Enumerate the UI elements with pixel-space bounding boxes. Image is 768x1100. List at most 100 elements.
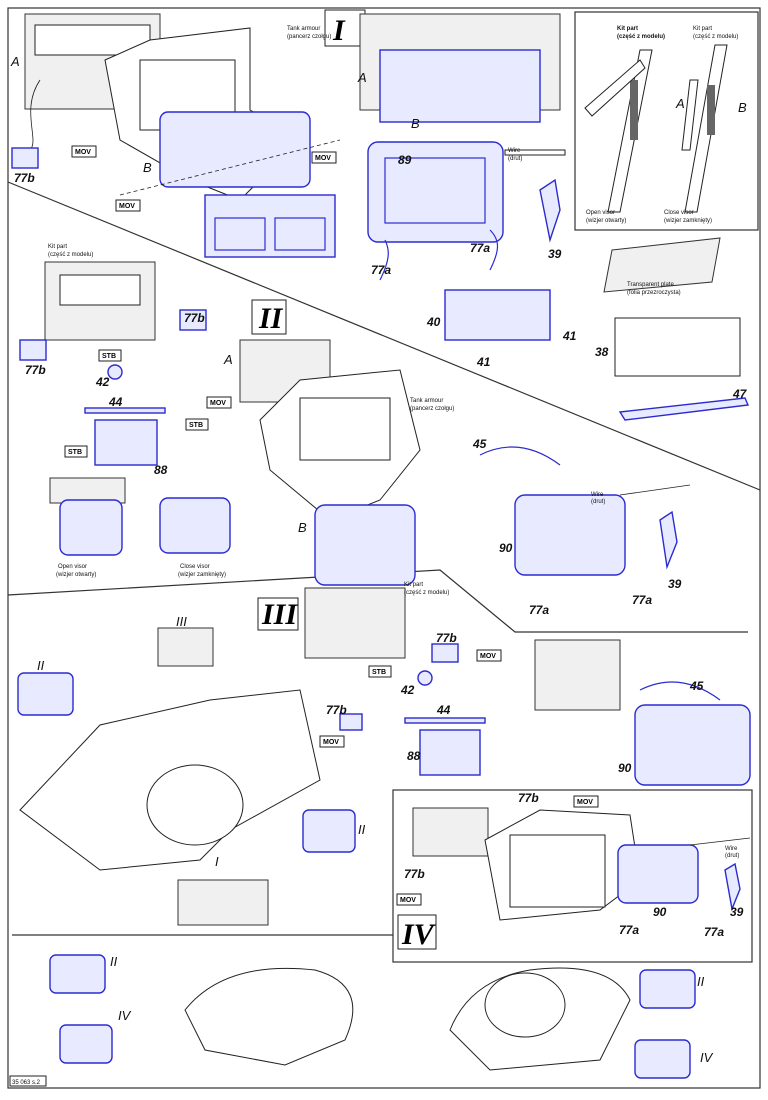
wire (619, 484, 691, 496)
label-close-visor-pl: (wizjer zamknięty) (664, 218, 712, 224)
section-IV: IV 77b MOV 77b MOV Wire (drut) 90 39 77a… (396, 791, 751, 951)
label-39: 39 (668, 577, 682, 591)
label-open-visor-pl: (wizjer otwarty) (586, 218, 626, 224)
label-B: B (738, 100, 747, 115)
visor-box (204, 194, 336, 258)
label-45: 45 (689, 679, 704, 693)
small-visor-II (17, 672, 74, 716)
turret-ring (146, 764, 244, 846)
visor-window (274, 217, 326, 251)
label-77a: 77a (529, 603, 549, 617)
small-visor-IV (634, 1039, 691, 1079)
section-IV-box (392, 789, 753, 963)
label-77a: 77a (619, 923, 639, 937)
mov-tag-box (396, 893, 422, 906)
part-42 (417, 670, 433, 686)
tag-stb: STB (68, 449, 82, 456)
tag-stb: STB (102, 353, 116, 360)
label-II: II (37, 658, 45, 673)
turret-hatch (484, 972, 566, 1038)
part-38 (614, 317, 741, 377)
mov-tag-box (311, 151, 337, 164)
small-visor-II (302, 809, 356, 853)
tag-mov: MOV (323, 739, 339, 746)
label-44: 44 (108, 395, 123, 409)
label-B: B (298, 520, 307, 535)
label-77b: 77b (14, 171, 35, 185)
part-77b (19, 339, 47, 361)
part-88 (419, 729, 481, 776)
label-77b: 77b (184, 311, 205, 325)
label-A: A (357, 70, 367, 85)
label-kit-part-pl: (część z modelu) (617, 34, 665, 40)
label-IV: IV (118, 1008, 132, 1023)
section-IV-title-box (397, 914, 437, 950)
label-tank-armour: Tank armour (287, 26, 320, 32)
label-77a: 77a (632, 593, 652, 607)
visor-window (214, 217, 266, 251)
frame (412, 807, 489, 857)
mov-tag-box (573, 795, 599, 808)
open-visor (59, 499, 123, 556)
open-visor-top (49, 477, 126, 504)
stb-tag-box (98, 349, 122, 362)
visor-frame-B (159, 111, 311, 188)
plate-assembly: Transparent plate (folia przezroczysta) … (595, 237, 750, 421)
label-wire-pl: (drut) (725, 853, 739, 859)
turret-left-view (184, 967, 354, 1066)
divider-I-II (7, 181, 761, 491)
visor-frame-90 (634, 704, 751, 786)
shaded-area (630, 80, 638, 140)
label-kit-part-pl: (część z modelu) (404, 590, 449, 596)
armour-opening (509, 834, 606, 908)
inset-visor-positions: Kit part (część z modelu) Kit part (częś… (584, 26, 747, 224)
label-kit-part-pl: (część z modelu) (693, 34, 738, 40)
label-wire: Wire (725, 846, 738, 852)
label-tank-armour: Tank armour (410, 398, 443, 404)
label-open-visor: Open visor (586, 210, 615, 216)
label-wire: Wire (508, 148, 521, 154)
label-close-visor: Close visor (664, 210, 694, 216)
section-III-title-box (257, 597, 299, 631)
label-77b: 77b (404, 867, 425, 881)
kit-part-bar (684, 44, 728, 213)
label-77a: 77a (371, 263, 391, 277)
label-open-visor-pl: (wizjer otwarty) (56, 572, 96, 578)
label-III: III (176, 614, 187, 629)
divider-II-III (7, 569, 748, 633)
label-77a: 77a (470, 241, 490, 255)
part-39 (659, 510, 678, 570)
assembly-line (119, 139, 341, 196)
label-89: 89 (398, 153, 412, 167)
label-II: II (110, 954, 118, 969)
small-visor-IV (59, 1024, 113, 1064)
label-90: 90 (653, 905, 667, 919)
section-I: I A Tank armour (pancerz czołgu) 77b MOV… (10, 9, 577, 369)
section-IV-title: IV (401, 918, 437, 951)
label-I: I (215, 854, 219, 869)
section-II-title: II (258, 302, 284, 335)
label-IV: IV (700, 1050, 714, 1065)
close-visor (159, 497, 231, 554)
section-III-title: III (261, 598, 298, 631)
part-77b (339, 713, 363, 731)
part-88 (94, 419, 158, 466)
frame-opening (384, 157, 486, 224)
part-77b (431, 643, 459, 663)
label-42: 42 (400, 683, 415, 697)
bottom-turret-views: II IV II IV (49, 954, 714, 1079)
open-visor-flap (584, 59, 646, 117)
label-41: 41 (562, 329, 577, 343)
wire (504, 149, 566, 156)
sheet-border (7, 7, 761, 1089)
page-code-box (9, 1075, 47, 1087)
visor-frame-90 (514, 494, 626, 576)
small-frame-III (157, 627, 214, 667)
label-39: 39 (548, 247, 562, 261)
small-visor-I (177, 879, 269, 926)
label-41: 41 (476, 355, 491, 369)
section-I-title-box (324, 9, 366, 47)
part-45 (639, 681, 721, 701)
label-B: B (411, 116, 420, 131)
